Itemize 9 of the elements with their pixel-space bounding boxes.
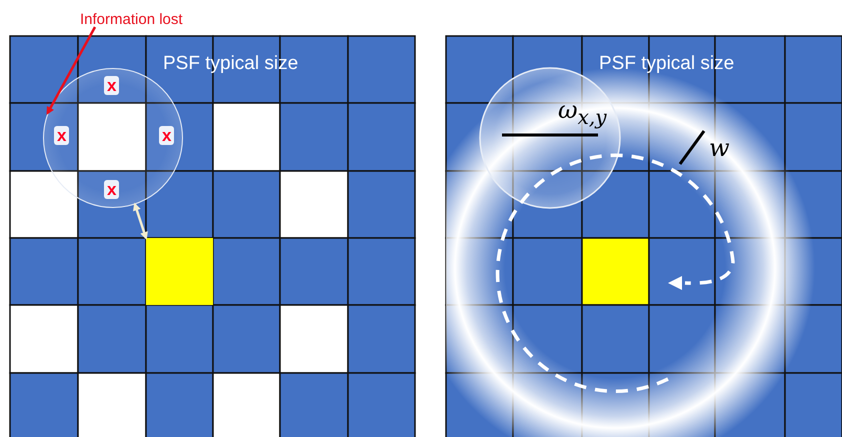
cross-mark: x bbox=[159, 126, 174, 145]
cross-mark: x bbox=[104, 76, 120, 95]
double-arrow bbox=[133, 202, 148, 240]
symbol-label: w bbox=[709, 136, 730, 160]
target-pixel bbox=[146, 238, 213, 305]
cross-mark: x bbox=[54, 126, 70, 145]
symbol-label: ω$_{x,y}$ bbox=[558, 98, 607, 127]
cross-mark: x bbox=[104, 180, 120, 199]
annotation-text: Information lost bbox=[80, 12, 183, 27]
